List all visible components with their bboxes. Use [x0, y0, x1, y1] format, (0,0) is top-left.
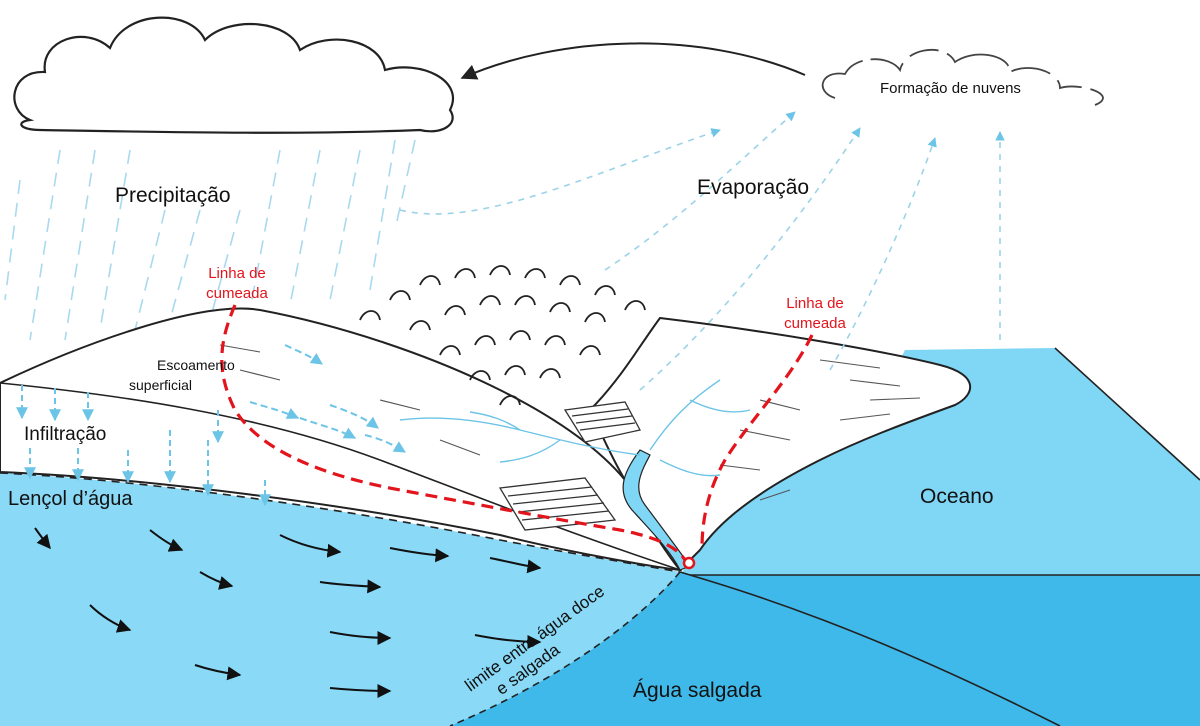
ocean-deep	[680, 575, 1200, 726]
forest	[359, 265, 646, 406]
label-water-table: Lençol d’água	[8, 488, 133, 510]
fresh-salt-boundary-line	[449, 571, 681, 726]
forming-cloud	[821, 48, 1104, 106]
label-runoff-line2: superficial	[129, 377, 192, 393]
label-ridge-right-line2: cumeada	[784, 315, 846, 332]
tributaries	[399, 379, 751, 477]
rain-streaks	[4, 139, 416, 341]
label-ridge-left-line2: cumeada	[206, 285, 268, 302]
farm-field-upper	[563, 401, 641, 443]
ridge-line-left	[220, 304, 690, 566]
ridge-line-right	[700, 334, 814, 549]
label-cloud-formation: Formação de nuvens	[880, 80, 1021, 97]
label-salt-water: Água salgada	[633, 679, 762, 702]
label-ocean: Oceano	[920, 485, 994, 508]
ridge-junction	[682, 556, 696, 570]
evaporation-arrows	[399, 111, 1005, 391]
rain-cloud	[13, 16, 454, 134]
label-runoff-line1: Escoamento	[157, 357, 235, 373]
groundwater-fresh	[0, 473, 680, 726]
cloud-to-rain-arrow	[460, 42, 806, 80]
label-ridge-right-line1: Linha de	[786, 295, 844, 312]
saltwater-wedge	[450, 572, 1060, 726]
label-evaporation: Evaporação	[697, 176, 809, 199]
label-infiltration: Infiltração	[24, 424, 106, 445]
groundwater-flow-arrows	[34, 527, 542, 698]
label-precipitation: Precipitação	[115, 184, 231, 207]
infiltration-arrows	[16, 385, 271, 507]
ocean-surface	[680, 348, 1200, 575]
label-ridge-left-line1: Linha de	[208, 265, 266, 282]
runoff-arrows	[249, 344, 407, 453]
farm-field-lower	[498, 477, 617, 531]
